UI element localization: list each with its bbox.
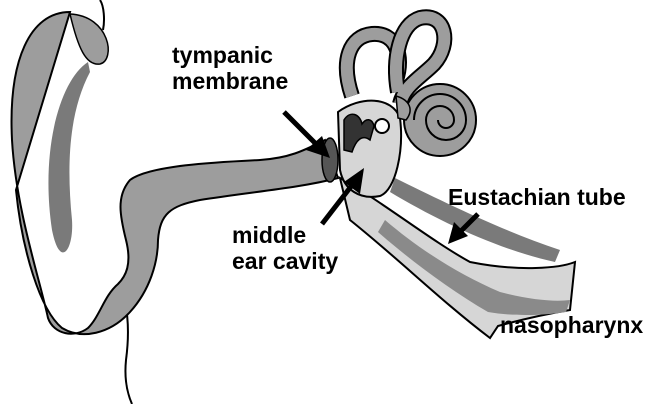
head-outline — [100, 0, 104, 30]
label-eustachian-tube: Eustachian tube — [448, 184, 626, 210]
stapes — [375, 119, 389, 133]
label-nasopharynx: nasopharynx — [500, 312, 643, 338]
label-tympanic-line1: tympanic — [172, 42, 288, 68]
label-tympanic-membrane: tympanic membrane — [172, 42, 288, 94]
pinna-fold — [48, 62, 90, 252]
label-middle-ear-cavity: middle ear cavity — [232, 222, 338, 274]
label-tympanic-line2: membrane — [172, 68, 288, 94]
label-middle-ear-line2: ear cavity — [232, 248, 338, 274]
cochlea — [404, 84, 476, 156]
pinna-rim — [70, 14, 108, 64]
label-middle-ear-line1: middle — [232, 222, 338, 248]
